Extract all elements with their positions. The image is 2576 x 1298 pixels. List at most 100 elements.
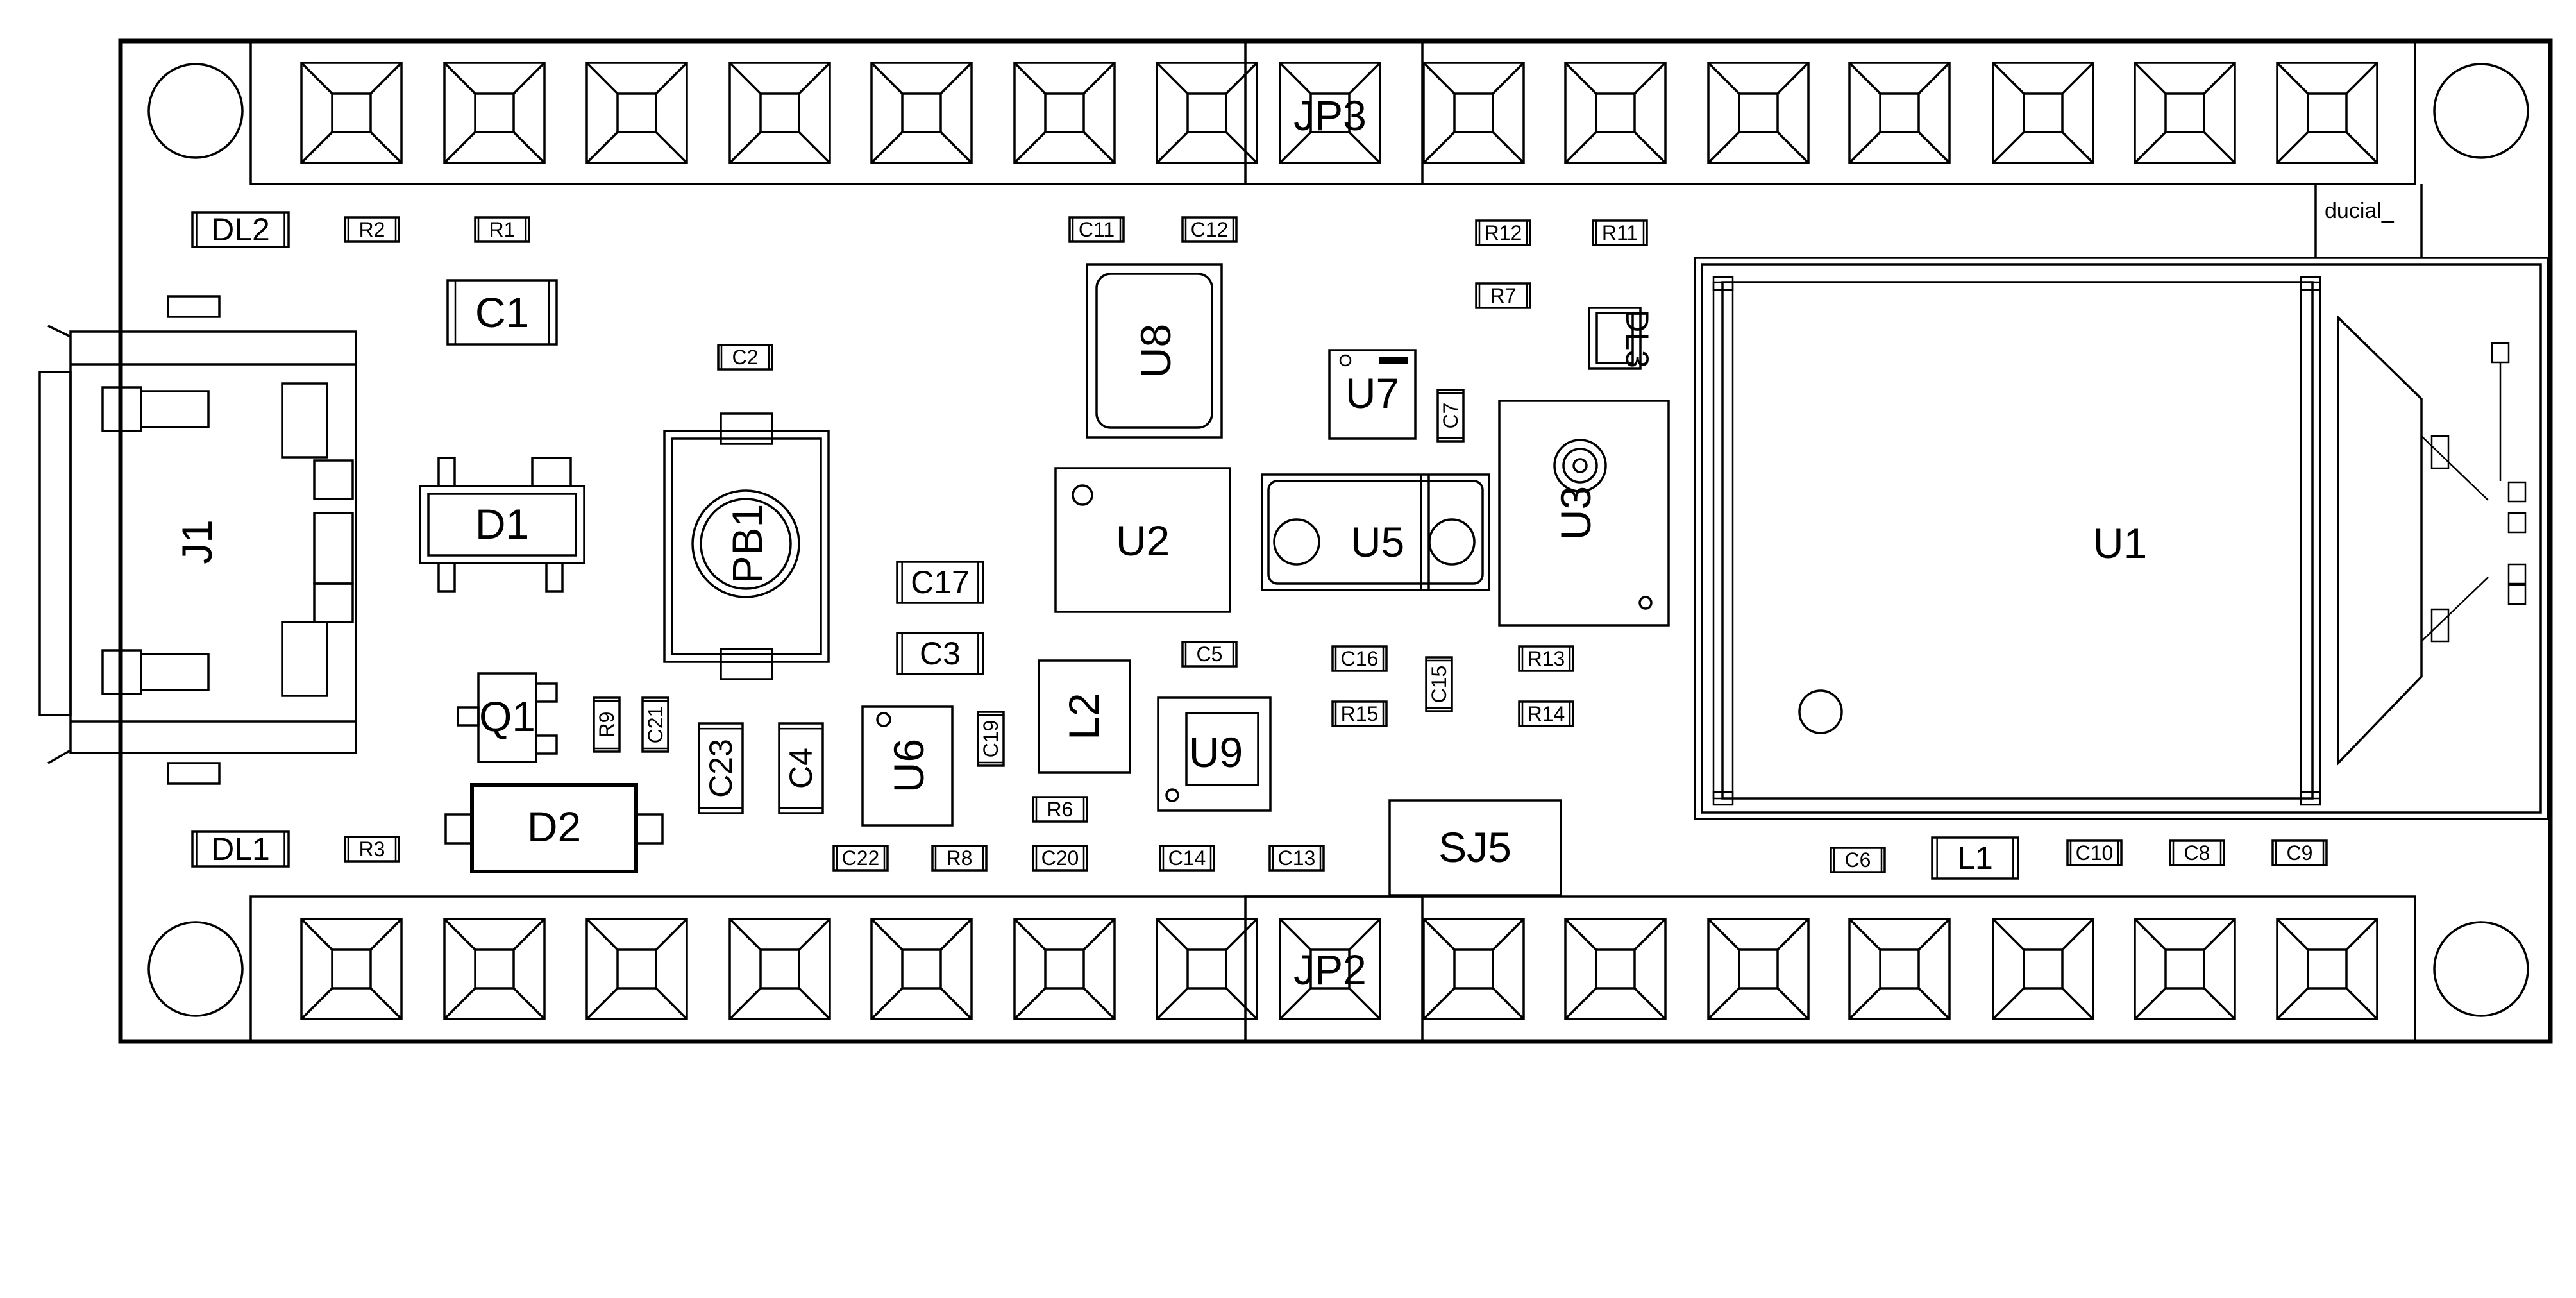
label-pb1: PB1 <box>723 504 771 584</box>
jp3-pad-8 <box>1279 62 1381 164</box>
jp3-pad-4 <box>728 62 831 164</box>
component-r14: R14 <box>1518 700 1574 727</box>
component-c19: C19 <box>977 711 1005 767</box>
component-c2: C2 <box>717 344 773 371</box>
component-u9: U9 <box>1157 696 1272 812</box>
label-c5: C5 <box>1197 643 1223 666</box>
header-jp3-pads <box>300 62 2378 164</box>
label-r11: R11 <box>1602 221 1638 244</box>
component-c21: C21 <box>641 696 669 753</box>
label-r13: R13 <box>1528 647 1565 670</box>
fiducial-label: ducial_ <box>2325 199 2395 223</box>
component-c20: C20 <box>1032 845 1088 872</box>
jp2-pad-13 <box>1992 918 2094 1020</box>
component-q1: Q1 <box>457 672 558 763</box>
component-c10: C10 <box>2066 839 2123 866</box>
component-dl1: DL1 <box>191 830 290 868</box>
jp2-pad-10 <box>1564 918 1667 1020</box>
component-d2: D2 <box>444 783 664 873</box>
jp2-pad-8 <box>1279 918 1381 1020</box>
label-sj5: SJ5 <box>1438 823 1511 871</box>
jp3-pad-9 <box>1422 62 1525 164</box>
jp3-pad-6 <box>1013 62 1116 164</box>
component-r7: R7 <box>1475 282 1531 309</box>
component-r1: R1 <box>474 216 530 243</box>
component-c3: C3 <box>896 632 984 675</box>
label-u9: U9 <box>1189 729 1243 776</box>
label-c2: C2 <box>732 346 759 369</box>
label-r14: R14 <box>1528 702 1565 725</box>
jp3-pad-10 <box>1564 62 1667 164</box>
label-u7: U7 <box>1345 369 1399 417</box>
label-c21: C21 <box>644 706 667 744</box>
label-r6: R6 <box>1047 798 1073 821</box>
jp2-pad-2 <box>443 918 546 1020</box>
jp2-pad-9 <box>1422 918 1525 1020</box>
component-c16: C16 <box>1331 645 1388 672</box>
label-r15: R15 <box>1341 702 1379 725</box>
component-u7: U7 <box>1328 349 1417 440</box>
component-c8: C8 <box>2169 839 2225 866</box>
component-l2: L2 <box>1038 659 1131 774</box>
header-jp2-center-box <box>1244 895 1424 1043</box>
label-dl1: DL1 <box>211 831 270 867</box>
jp2-pad-5 <box>870 918 973 1020</box>
label-dl3: DL3 <box>1619 309 1655 368</box>
component-c23: C23 <box>698 722 744 814</box>
component-c17: C17 <box>896 560 984 604</box>
component-u3: U3 <box>1498 400 1670 627</box>
label-u5: U5 <box>1351 518 1404 566</box>
component-r2: R2 <box>344 216 400 243</box>
label-c16: C16 <box>1341 647 1379 670</box>
component-r11: R11 <box>1592 219 1648 246</box>
component-c5: C5 <box>1181 641 1238 668</box>
label-u6: U6 <box>885 739 932 793</box>
label-d2: D2 <box>527 803 581 850</box>
jp3-pad-11 <box>1707 62 1810 164</box>
component-c11: C11 <box>1068 216 1125 243</box>
label-l2: L2 <box>1060 693 1107 739</box>
mounting-hole-bottom-right <box>2433 921 2529 1017</box>
component-r3: R3 <box>344 836 400 863</box>
label-r9: R9 <box>595 712 618 738</box>
jp2-pad-1 <box>300 918 403 1020</box>
jp3-pad-15 <box>2276 62 2378 164</box>
mounting-hole-top-right <box>2433 63 2529 159</box>
component-c14: C14 <box>1159 845 1215 872</box>
label-r12: R12 <box>1485 221 1522 244</box>
label-u3: U3 <box>1552 486 1599 540</box>
component-r13: R13 <box>1518 645 1574 672</box>
label-jp2: JP2 <box>1293 946 1367 993</box>
label-c4: C4 <box>783 748 819 789</box>
component-c15: C15 <box>1425 656 1453 712</box>
label-c22: C22 <box>842 847 880 870</box>
label-c17: C17 <box>911 564 970 600</box>
mounting-hole-bottom-left <box>147 921 244 1017</box>
jp2-pad-3 <box>585 918 688 1020</box>
jp2-pad-11 <box>1707 918 1810 1020</box>
component-pb1: PB1 <box>663 412 830 680</box>
label-r1: R1 <box>489 218 516 241</box>
component-c22: C22 <box>832 845 889 872</box>
jp3-pad-13 <box>1992 62 2094 164</box>
label-c15: C15 <box>1427 666 1451 704</box>
label-u1: U1 <box>2093 519 2147 567</box>
label-c1: C1 <box>475 289 529 336</box>
jp2-pad-12 <box>1848 918 1951 1020</box>
label-jp3: JP3 <box>1293 92 1367 139</box>
component-c4: C4 <box>778 722 824 814</box>
jp2-pad-4 <box>728 918 831 1020</box>
component-c12: C12 <box>1181 216 1238 243</box>
component-u8: U8 <box>1086 263 1223 439</box>
label-d1: D1 <box>475 500 529 548</box>
label-r7: R7 <box>1490 284 1517 307</box>
jp3-pad-3 <box>585 62 688 164</box>
component-r12: R12 <box>1475 219 1531 246</box>
component-c9: C9 <box>2271 839 2328 866</box>
label-q1: Q1 <box>479 693 535 740</box>
jp2-pad-6 <box>1013 918 1116 1020</box>
jp2-pad-14 <box>2134 918 2236 1020</box>
component-u5: U5 <box>1261 473 1490 591</box>
